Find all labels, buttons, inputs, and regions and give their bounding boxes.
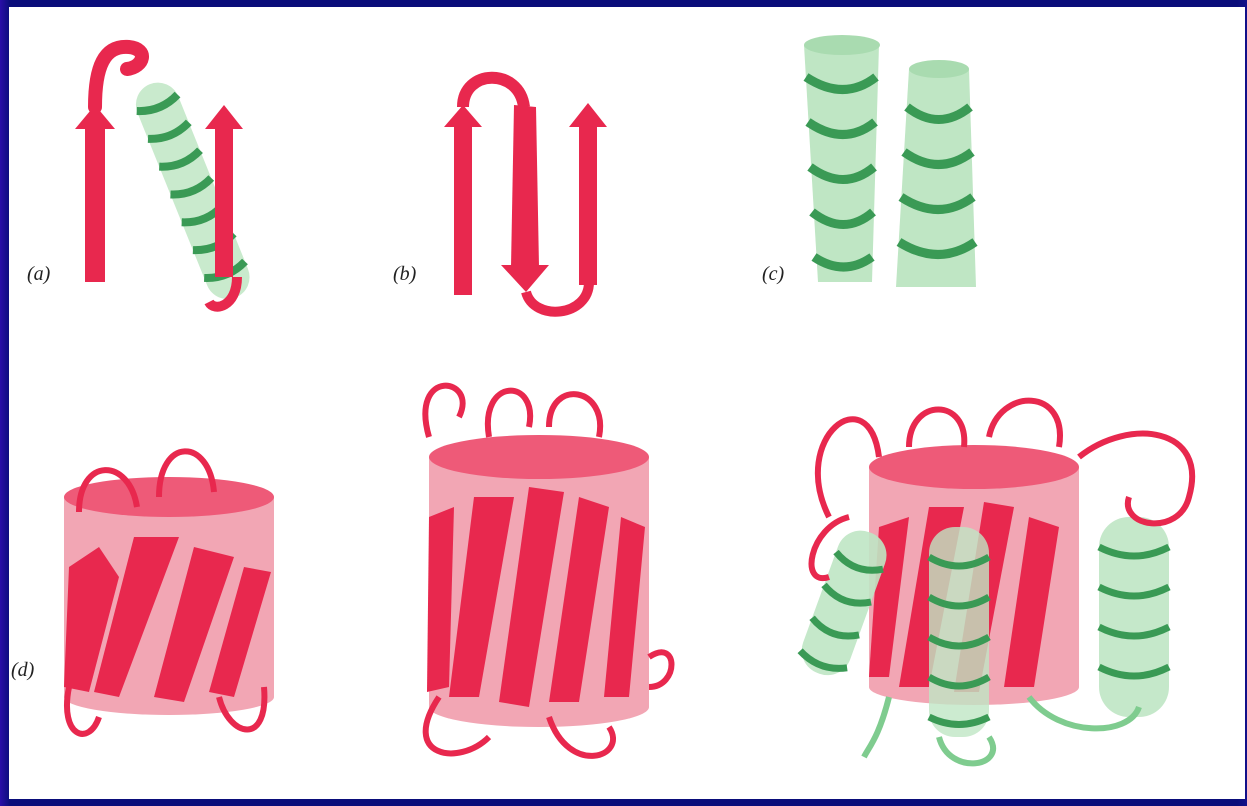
panel-d: (d) (9, 357, 1245, 797)
barrel-diagrams (9, 357, 1245, 797)
panel-c-label: (c) (762, 263, 784, 286)
helix-right (1099, 517, 1169, 717)
helix-c2 (896, 60, 976, 287)
panel-b: (b) (389, 7, 649, 337)
strand-b2 (501, 105, 549, 292)
beta-alpha-beta-diagram (9, 7, 309, 337)
loop-a-top (95, 47, 142, 107)
panel-c: (c) (754, 7, 994, 307)
beta-meander-diagram (389, 7, 649, 337)
helix-hairpin-diagram (754, 7, 994, 307)
panel-a: (a) (9, 7, 309, 337)
strand-b3 (569, 103, 607, 285)
helix-center (929, 527, 989, 737)
panel-a-label: (a) (27, 263, 50, 286)
small-barrel (64, 451, 274, 734)
helix-c1 (804, 35, 880, 282)
loop-b-top (463, 78, 524, 107)
figure-canvas: (a) (b) (9, 7, 1245, 799)
panel-d-label: (d) (11, 659, 34, 682)
loop-b-bottom (526, 282, 589, 312)
panel-b-label: (b) (393, 263, 416, 286)
helix-cylinder-a (129, 76, 256, 306)
strand-a1 (75, 105, 115, 282)
medium-barrel (425, 386, 671, 756)
strand-b1 (444, 105, 482, 295)
large-barrel (795, 401, 1192, 764)
